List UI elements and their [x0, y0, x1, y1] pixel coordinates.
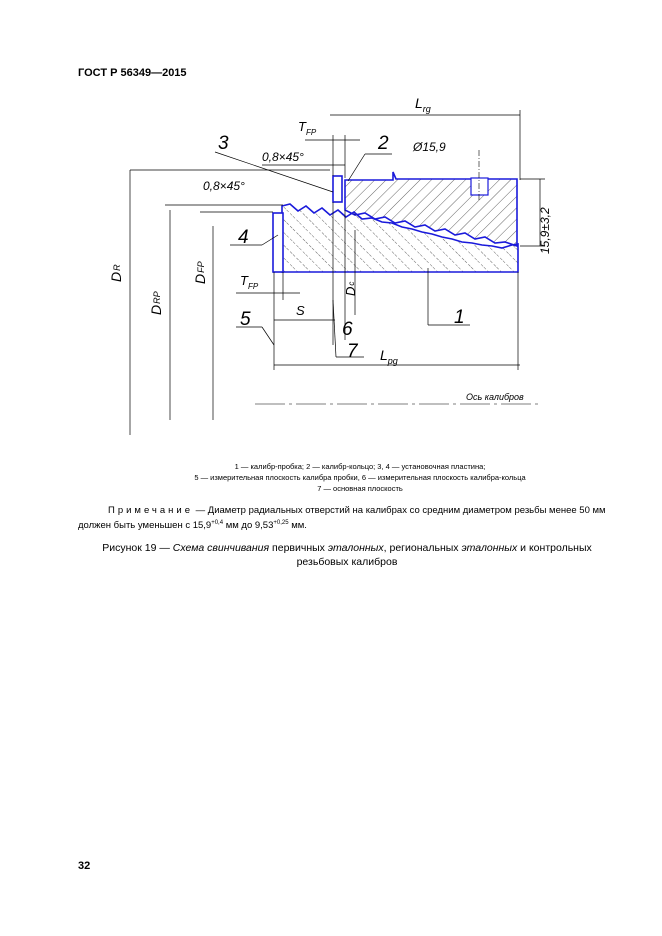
- label-chamfer-left: 0,8×45°: [203, 179, 245, 193]
- label-t-fp-bottom: TFP: [240, 273, 259, 291]
- radial-hole: [470, 177, 489, 196]
- label-d-r: DR: [108, 264, 124, 282]
- note-prefix: Примечание: [108, 505, 193, 516]
- label-chamfer-top: 0,8×45°: [262, 150, 304, 164]
- callout-7: 7: [347, 341, 359, 362]
- label-l-rg: Lrg: [415, 95, 431, 114]
- label-l-pg: Lpg: [380, 347, 398, 366]
- figure-caption: Рисунок 19 — Схема свинчивания первичных…: [102, 542, 592, 568]
- label-d-c: Dc: [343, 282, 358, 296]
- figure-note: Примечание — Диаметр радиальных отверсти…: [78, 505, 606, 532]
- label-hole-diameter: Ø15,9: [412, 140, 446, 154]
- setting-plate-4: [272, 212, 284, 273]
- callout-1: 1: [454, 307, 465, 328]
- legend-line: 7 — основная плоскость: [317, 484, 403, 493]
- callout-5: 5: [240, 309, 251, 330]
- callout-6: 6: [342, 319, 353, 340]
- label-t-fp-top: TFP: [298, 119, 317, 137]
- label-height-dim: 15,9±3,2: [538, 207, 552, 254]
- label-d-rp: DRP: [148, 291, 164, 315]
- callout-2: 2: [377, 133, 389, 154]
- plug-gauge-body: [281, 203, 519, 273]
- setting-plate-3: [332, 175, 343, 203]
- figure-legend: 1 — калибр-пробка; 2 — калибр-кольцо; 3,…: [110, 461, 610, 494]
- label-d-fp: DFP: [192, 261, 208, 284]
- label-axis: Ось калибров: [466, 392, 524, 402]
- legend-line: 1 — калибр-пробка; 2 — калибр-кольцо; 3,…: [234, 462, 486, 471]
- callout-3: 3: [218, 133, 229, 154]
- document-header: ГОСТ Р 56349—2015: [78, 67, 187, 79]
- callout-4: 4: [238, 227, 249, 248]
- label-s: S: [296, 303, 305, 318]
- gauge-assembly-drawing: Lrg TFP 0,8×45° 0,8×45° Ø15,9 15,9±3,2 D…: [108, 95, 552, 435]
- legend-line: 5 — измерительная плоскость калибра проб…: [194, 473, 526, 482]
- page-number: 32: [78, 860, 91, 872]
